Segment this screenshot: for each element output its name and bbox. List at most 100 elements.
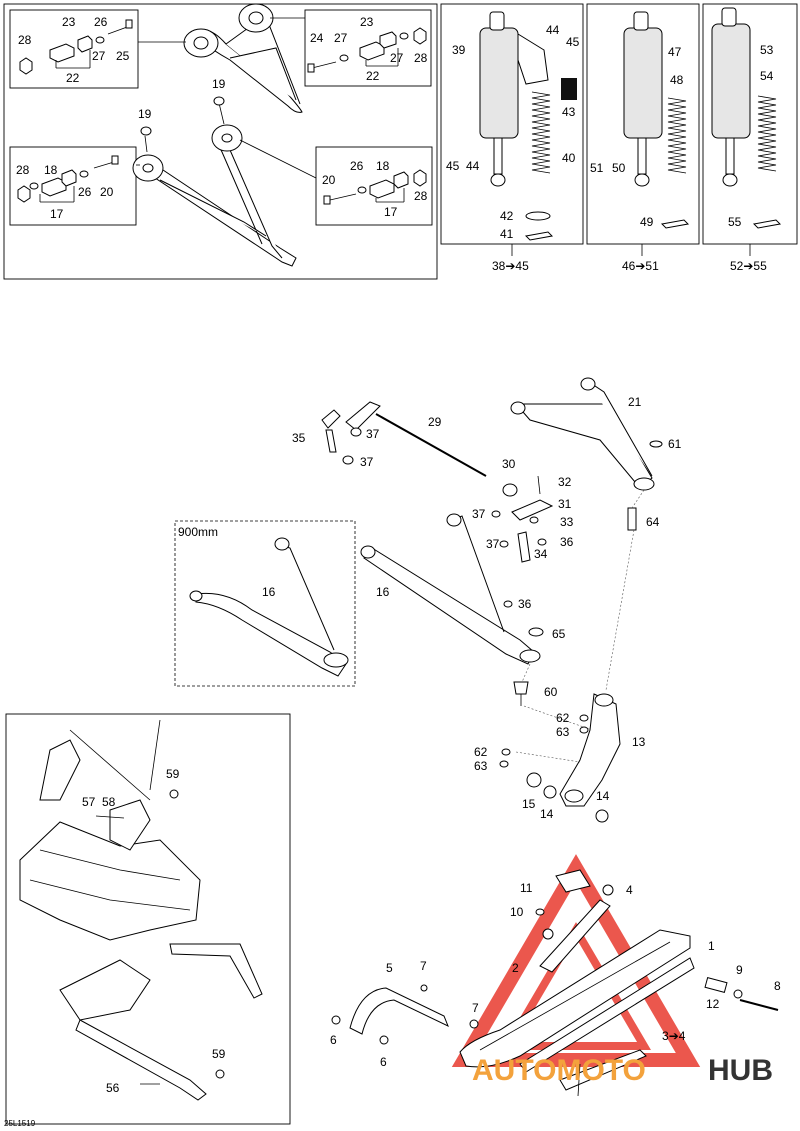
callout-39: 39 <box>452 43 466 57</box>
variant-label: 900mm <box>178 525 218 539</box>
callout-24: 24 <box>310 31 324 45</box>
reference-code: 25L1519 <box>4 1119 36 1128</box>
callout-34: 34 <box>534 547 548 561</box>
callout-49: 49 <box>640 215 654 229</box>
callout-59: 59 <box>166 767 180 781</box>
callout-61: 61 <box>668 437 682 451</box>
callout-23: 23 <box>360 15 374 29</box>
callout-22: 22 <box>366 69 380 83</box>
callout-36: 36 <box>560 535 574 549</box>
callout-25: 25 <box>116 49 130 63</box>
callout-37: 37 <box>360 455 374 469</box>
callout-3-4: 3➔4 <box>662 1029 686 1043</box>
callout-14: 14 <box>596 789 610 803</box>
kit-range-46-51: 46➔51 <box>622 259 659 273</box>
callout-35: 35 <box>292 431 306 445</box>
callout-51: 51 <box>590 161 604 175</box>
callout-21: 21 <box>628 395 642 409</box>
callout-26: 26 <box>78 185 92 199</box>
callout-2: 2 <box>512 961 519 975</box>
callout-15: 15 <box>522 797 536 811</box>
callout-9: 9 <box>736 963 743 977</box>
callout-63: 63 <box>556 725 570 739</box>
callout-7: 7 <box>472 1001 479 1015</box>
callout-62: 62 <box>474 745 488 759</box>
callout-26: 26 <box>94 15 108 29</box>
callout-18: 18 <box>44 163 58 177</box>
callout-60: 60 <box>544 685 558 699</box>
callout-65: 65 <box>552 627 566 641</box>
callout-7: 7 <box>420 959 427 973</box>
front-suspension-assembly: 35 37 37 29 21 61 30 32 31 37 33 64 37 3… <box>292 377 682 823</box>
frame-mount-panel: 59 57 58 59 56 <box>5 713 291 1125</box>
callout-28: 28 <box>18 33 32 47</box>
callout-36: 36 <box>518 597 532 611</box>
callout-54: 54 <box>760 69 774 83</box>
callout-23: 23 <box>62 15 76 29</box>
callout-33: 33 <box>560 515 574 529</box>
callout-12: 12 <box>706 997 720 1011</box>
callout-42: 42 <box>500 209 514 223</box>
callout-27: 27 <box>390 51 404 65</box>
callout-16: 16 <box>262 585 276 599</box>
callout-14: 14 <box>540 807 554 821</box>
callout-47: 47 <box>668 45 682 59</box>
callout-44: 44 <box>466 159 480 173</box>
callout-31: 31 <box>558 497 572 511</box>
callout-30: 30 <box>502 457 516 471</box>
callout-20: 20 <box>100 185 114 199</box>
callout-41: 41 <box>500 227 514 241</box>
callout-40: 40 <box>562 151 576 165</box>
callout-58: 58 <box>102 795 116 809</box>
callout-6: 6 <box>380 1055 387 1069</box>
callout-28: 28 <box>414 189 428 203</box>
callout-27: 27 <box>92 49 106 63</box>
callout-44: 44 <box>546 23 560 37</box>
callout-4: 4 <box>626 883 633 897</box>
callout-53: 53 <box>760 43 774 57</box>
kit-range-38-45: 38➔45 <box>492 259 529 273</box>
callout-11: 11 <box>520 881 533 895</box>
callout-20: 20 <box>322 173 336 187</box>
callout-57: 57 <box>82 795 96 809</box>
callout-16: 16 <box>376 585 390 599</box>
upper-a-arm-bushing-panel: 28 23 26 27 25 22 23 24 27 27 28 22 19 1… <box>3 3 438 280</box>
watermark-text-primary: AUTOMOTO <box>472 1054 646 1087</box>
callout-37: 37 <box>366 427 380 441</box>
callout-45: 45 <box>566 35 580 49</box>
callout-37: 37 <box>486 537 500 551</box>
callout-5: 5 <box>386 961 393 975</box>
callout-37: 37 <box>472 507 486 521</box>
callout-45: 45 <box>446 159 460 173</box>
callout-10: 10 <box>510 905 524 919</box>
callout-19: 19 <box>138 107 152 121</box>
callout-18: 18 <box>376 159 390 173</box>
callout-55: 55 <box>728 215 742 229</box>
callout-6: 6 <box>330 1033 337 1047</box>
callout-28: 28 <box>16 163 30 177</box>
callout-56: 56 <box>106 1081 120 1095</box>
callout-17: 17 <box>50 207 64 221</box>
callout-62: 62 <box>556 711 570 725</box>
ski-assembly: 11 4 10 1 2 9 8 12 5 7 7 6 6 3➔4 AUTOMOT… <box>330 854 781 1097</box>
callout-28: 28 <box>414 51 428 65</box>
callout-43: 43 <box>562 105 576 119</box>
callout-27: 27 <box>334 31 348 45</box>
callout-64: 64 <box>646 515 660 529</box>
callout-32: 32 <box>558 475 572 489</box>
callout-17: 17 <box>384 205 398 219</box>
watermark-text-secondary: HUB <box>708 1054 773 1087</box>
callout-63: 63 <box>474 759 488 773</box>
callout-48: 48 <box>670 73 684 87</box>
kit-range-52-55: 52➔55 <box>730 259 767 273</box>
callout-26: 26 <box>350 159 364 173</box>
callout-59: 59 <box>212 1047 226 1061</box>
callout-1: 1 <box>708 939 715 953</box>
callout-50: 50 <box>612 161 626 175</box>
shock-absorber-panel: 39 44 45 43 40 45 44 42 41 47 48 51 50 4… <box>440 3 798 273</box>
callout-22: 22 <box>66 71 80 85</box>
callout-13: 13 <box>632 735 646 749</box>
callout-8: 8 <box>774 979 781 993</box>
